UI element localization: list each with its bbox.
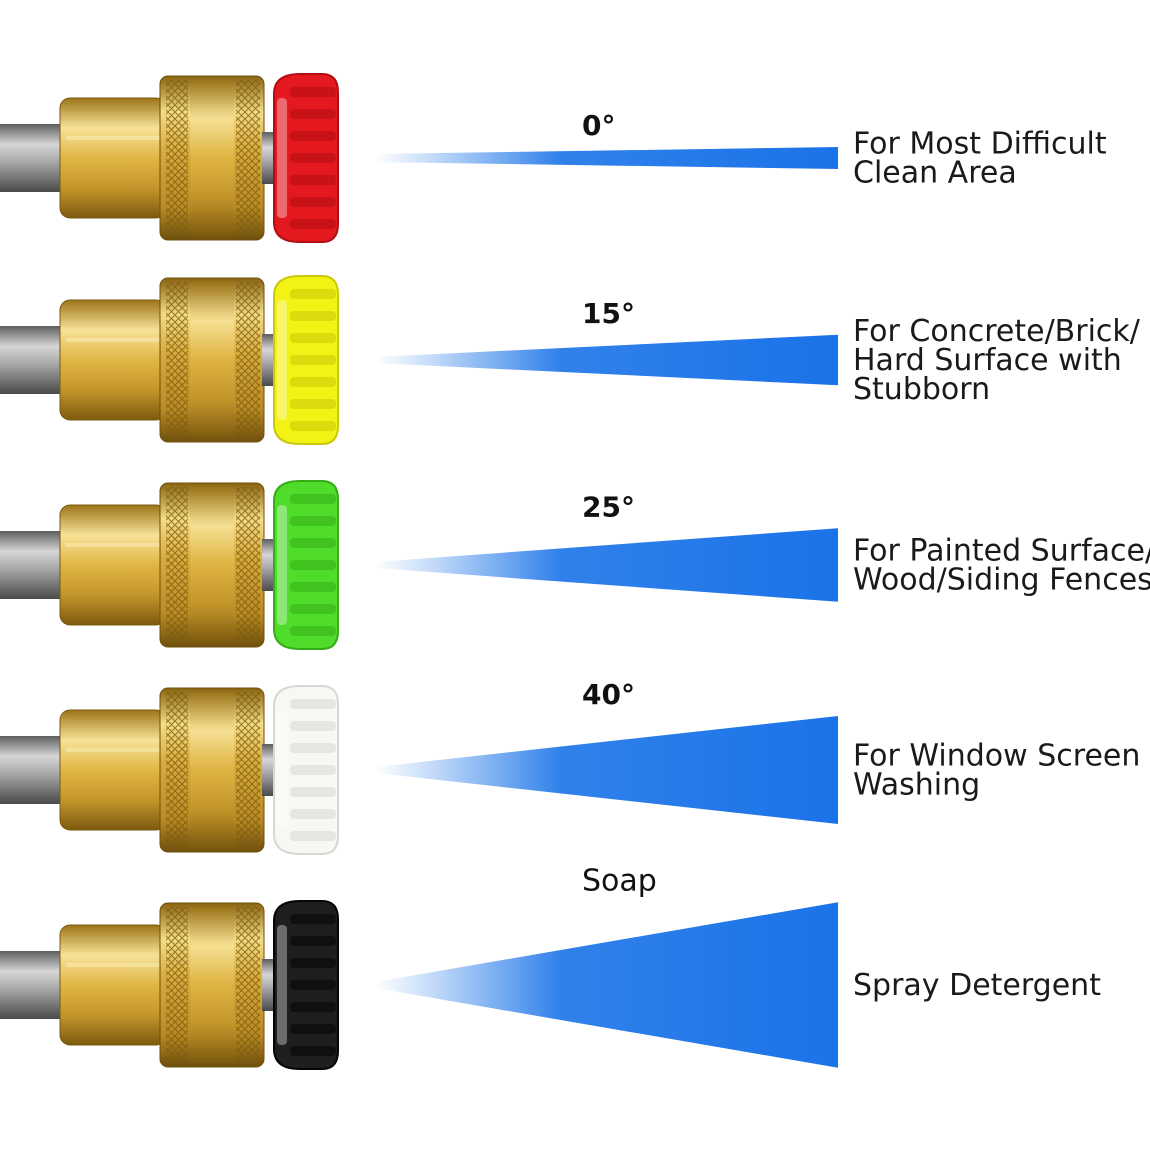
nozzle-row: 15° For Concrete/Brick/Hard Surface withS… xyxy=(0,275,1141,445)
spray-angle-label: 15° xyxy=(582,297,635,330)
brass-hex-body xyxy=(59,97,167,219)
use-description-line: For Concrete/Brick/ xyxy=(853,314,1141,349)
spray-fan xyxy=(375,902,838,1068)
use-description-line: Stubborn xyxy=(853,372,990,407)
nozzle-row: 25° For Painted Surface/Wood/Siding Fence… xyxy=(0,480,1150,650)
knurled-coupler xyxy=(159,277,265,443)
spray-fan xyxy=(375,528,838,602)
nozzle-tip xyxy=(273,900,339,1070)
nozzle-tip xyxy=(273,480,339,650)
use-description-line: Washing xyxy=(853,768,980,803)
brass-hex-body xyxy=(59,709,167,831)
use-description-line: Hard Surface with xyxy=(853,343,1122,378)
use-description-line: Spray Detergent xyxy=(853,968,1101,1003)
use-description-line: For Painted Surface/ xyxy=(853,534,1150,569)
knurled-coupler xyxy=(159,482,265,648)
spray-angle-label: 40° xyxy=(582,678,635,711)
spray-fan xyxy=(375,334,838,386)
brass-hex-body xyxy=(59,504,167,626)
spray-fan xyxy=(375,147,838,169)
knurled-coupler xyxy=(159,902,265,1068)
spray-fan xyxy=(375,716,838,824)
wand-shaft xyxy=(0,531,66,599)
knurled-coupler xyxy=(159,75,265,241)
wand-shaft xyxy=(0,124,66,192)
brass-hex-body xyxy=(59,924,167,1046)
knurled-coupler xyxy=(159,687,265,853)
brass-hex-body xyxy=(59,299,167,421)
spray-angle-label: Soap xyxy=(582,863,657,898)
nozzle-tip xyxy=(273,275,339,445)
use-description-line: Wood/Siding Fences xyxy=(853,563,1150,598)
spray-angle-label: 25° xyxy=(582,490,635,523)
use-description-line: Clean Area xyxy=(853,156,1017,191)
nozzle-tip xyxy=(273,73,339,243)
wand-shaft xyxy=(0,951,66,1019)
wand-shaft xyxy=(0,736,66,804)
use-description-line: For Window Screen xyxy=(853,739,1140,774)
nozzle-tip xyxy=(273,685,339,855)
use-description-line: For Most Difficult xyxy=(853,127,1107,162)
wand-shaft xyxy=(0,326,66,394)
spray-angle-label: 0° xyxy=(582,109,615,142)
